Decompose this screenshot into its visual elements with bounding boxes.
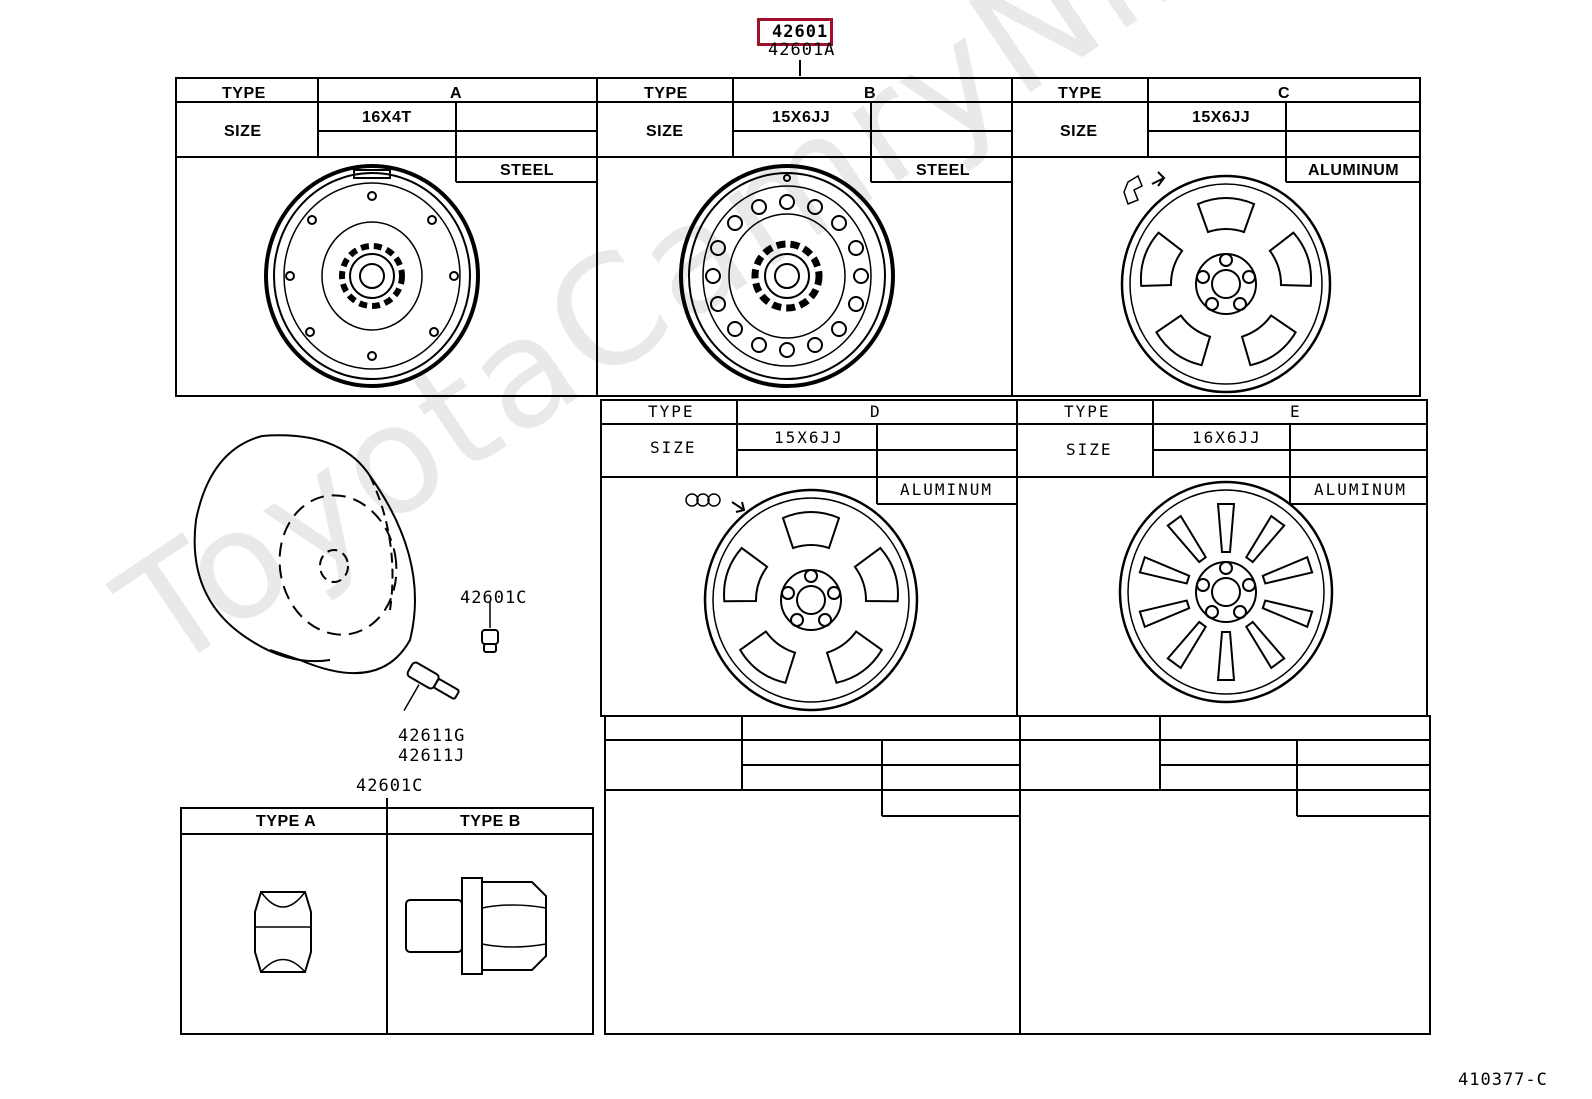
- type-label-c: TYPE: [1058, 85, 1102, 102]
- size-value-c: 15X6JJ: [1192, 109, 1251, 126]
- nut-table-grid: [180, 798, 594, 1035]
- size-value-e: 16X6JJ: [1192, 428, 1262, 447]
- hub-nut-part: [481, 602, 499, 653]
- type-a-nut: [254, 891, 312, 973]
- size-value-a: 16X4T: [362, 109, 412, 126]
- mid-table-grid: [600, 399, 1428, 717]
- diagram-number: 410377-C: [1458, 1070, 1548, 1090]
- callout-nut[interactable]: 42601C: [356, 776, 424, 796]
- type-value-e: E: [1290, 402, 1302, 421]
- main-part-number[interactable]: 42601: [772, 22, 829, 42]
- callout-valve-g[interactable]: 42611G: [398, 726, 466, 746]
- callout-valve-j[interactable]: 42611J: [398, 746, 466, 766]
- size-value-d: 15X6JJ: [774, 428, 844, 447]
- type-label-b: TYPE: [644, 85, 688, 102]
- material-b: STEEL: [916, 162, 971, 179]
- size-label-b: SIZE: [646, 123, 684, 140]
- material-d: ALUMINUM: [900, 480, 994, 499]
- type-value-b: B: [864, 85, 877, 102]
- material-e: ALUMINUM: [1314, 480, 1408, 499]
- tire-perspective: [193, 434, 416, 675]
- callout-hub-nut[interactable]: 42601C: [460, 588, 528, 608]
- part-number-highlight[interactable]: [757, 18, 833, 46]
- type-value-c: C: [1278, 85, 1291, 102]
- type-label-a: TYPE: [222, 85, 266, 102]
- size-value-b: 15X6JJ: [772, 109, 831, 126]
- alt-part-number[interactable]: 42601A: [768, 40, 836, 60]
- wheel-d-aluminum: [703, 488, 919, 712]
- size-label-e: SIZE: [1066, 440, 1113, 459]
- wheel-c-emblem-icon: [1123, 171, 1166, 205]
- type-value-d: D: [870, 402, 882, 421]
- material-a: STEEL: [500, 162, 555, 179]
- material-c: ALUMINUM: [1308, 162, 1400, 179]
- wheel-c-aluminum: [1120, 174, 1332, 394]
- nut-type-a-label: TYPE A: [256, 813, 317, 830]
- size-label-c: SIZE: [1060, 123, 1098, 140]
- wheel-b-steel: [679, 164, 895, 388]
- wheel-d-emblem-icon: [685, 493, 746, 513]
- valve-stem-part: [403, 661, 460, 712]
- type-label-d: TYPE: [648, 402, 695, 421]
- size-label-d: SIZE: [650, 438, 697, 457]
- type-value-a: A: [450, 85, 463, 102]
- wheel-a-steel: [264, 164, 480, 388]
- nut-type-b-label: TYPE B: [460, 813, 521, 830]
- size-label-a: SIZE: [224, 123, 262, 140]
- top-table-grid: [175, 77, 1421, 397]
- bottom-table-grid: [604, 715, 1431, 1035]
- wheel-e-aluminum: [1118, 480, 1334, 704]
- type-label-e: TYPE: [1064, 402, 1111, 421]
- type-b-nut: [405, 877, 547, 975]
